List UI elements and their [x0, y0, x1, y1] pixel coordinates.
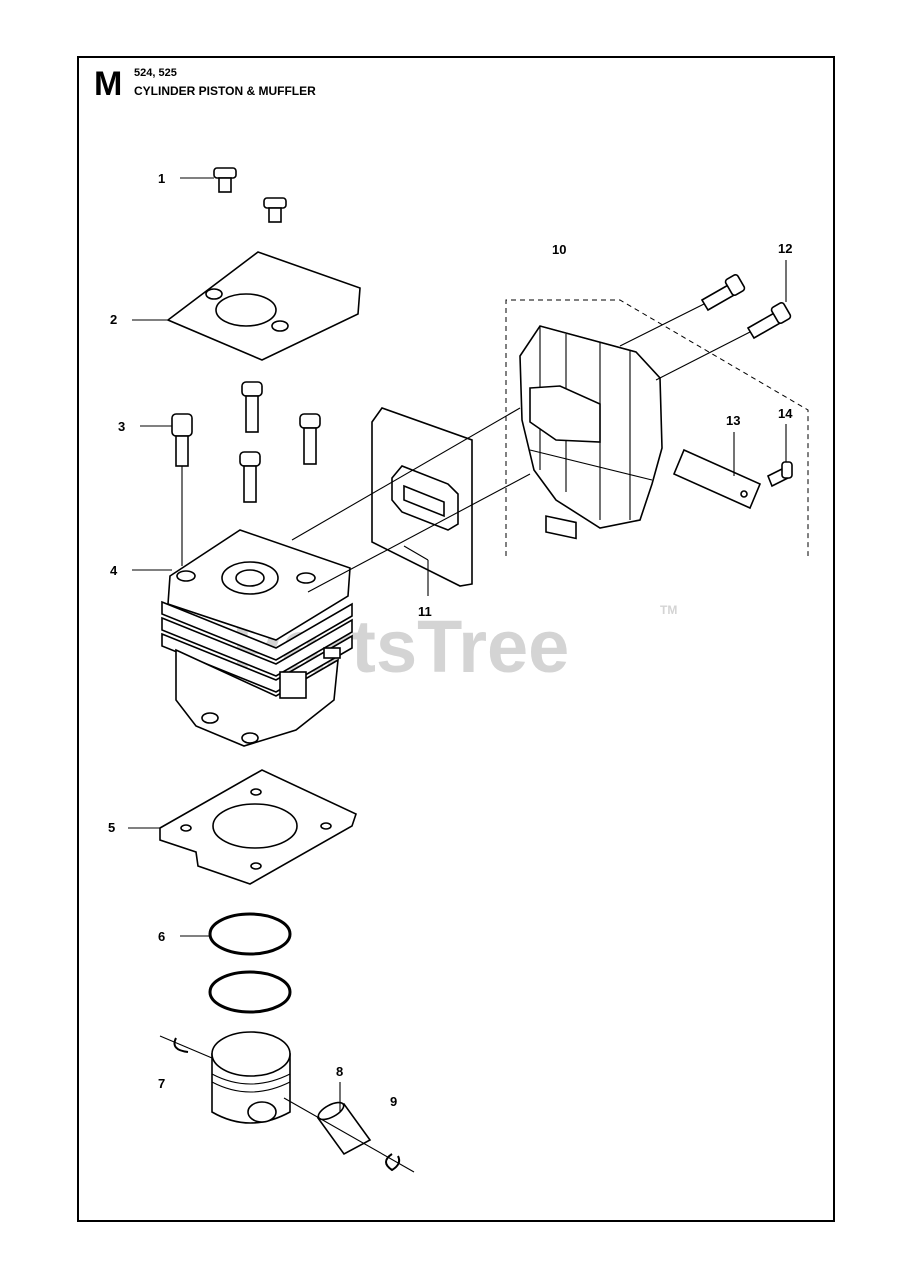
callout-11: 11	[418, 604, 432, 619]
callout-4: 4	[110, 563, 118, 578]
callout-9: 9	[390, 1094, 397, 1109]
part-14-screw[interactable]	[766, 461, 793, 488]
part-11-muffler-gasket[interactable]	[371, 407, 473, 587]
callout-8: 8	[336, 1064, 343, 1079]
watermark-tm: TM	[660, 603, 677, 617]
callout-1: 1	[158, 171, 165, 186]
bolt-line-2	[655, 331, 751, 381]
model-numbers: 524, 525	[134, 67, 177, 79]
callout-7: 7	[158, 1076, 165, 1091]
part-7-piston[interactable]	[173, 1031, 291, 1124]
axis-pin	[283, 1097, 415, 1173]
section-title: CYLINDER PISTON & MUFFLER	[134, 84, 316, 98]
stud-line-lower	[307, 473, 531, 593]
part-2-gasket[interactable]	[166, 251, 361, 361]
part-3-bolts[interactable]	[171, 381, 321, 503]
stud-line-upper	[291, 407, 521, 541]
part-5-base-gasket[interactable]	[159, 769, 357, 885]
bolt-line-1	[619, 303, 705, 347]
callout-6: 6	[158, 929, 165, 944]
callout-5: 5	[108, 820, 115, 835]
part-6-piston-rings[interactable]	[208, 912, 292, 1014]
part-9-circlip[interactable]	[385, 1153, 401, 1172]
part-4-cylinder[interactable]	[161, 529, 353, 747]
callout-3: 3	[118, 419, 125, 434]
part-13-plate[interactable]	[672, 448, 762, 510]
callout-12: 12	[778, 241, 792, 256]
part-12-muffler-bolts[interactable]	[700, 274, 792, 340]
leader-7	[159, 1035, 213, 1059]
callout-13: 13	[726, 413, 740, 428]
part-1-screw[interactable]	[213, 167, 287, 223]
callout-14: 14	[778, 406, 793, 421]
callout-10: 10	[552, 242, 566, 257]
part-10-muffler[interactable]	[519, 325, 663, 540]
section-letter: M	[94, 65, 123, 103]
callout-2: 2	[110, 312, 117, 327]
muffler-assembly-outline	[505, 299, 809, 556]
leader-11	[403, 545, 429, 561]
part-8-piston-pin[interactable]	[316, 1099, 372, 1156]
page-frame	[77, 56, 835, 1222]
